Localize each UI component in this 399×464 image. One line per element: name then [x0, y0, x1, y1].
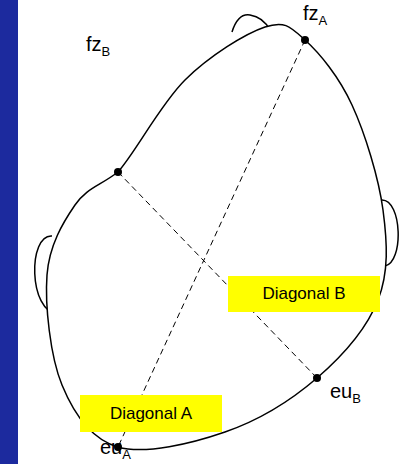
diagonal-a-line	[118, 40, 305, 447]
electrode-point	[114, 168, 122, 176]
electrode-subscript: A	[319, 13, 328, 28]
electrode-name: eu	[330, 380, 352, 402]
electrode-point	[313, 374, 321, 382]
electrode-name: eu	[100, 436, 122, 458]
electrode-label: euA	[100, 437, 131, 461]
diagonal-b-line	[118, 172, 317, 378]
electrode-subscript: A	[122, 447, 131, 462]
box-label: Diagonal A	[110, 404, 192, 424]
electrode-subscript: B	[352, 391, 361, 406]
label-box: Diagonal B	[228, 276, 380, 312]
head-outline	[47, 24, 387, 449]
electrode-label: fzB	[86, 34, 110, 58]
electrode-label: euB	[330, 381, 361, 405]
box-label: Diagonal B	[262, 284, 345, 304]
electrode-point	[301, 36, 309, 44]
electrode-label: fzA	[303, 3, 327, 27]
label-box: Diagonal A	[80, 395, 222, 432]
electrode-name: fz	[86, 33, 102, 55]
electrode-name: fz	[303, 2, 319, 24]
electrode-subscript: B	[102, 44, 111, 59]
